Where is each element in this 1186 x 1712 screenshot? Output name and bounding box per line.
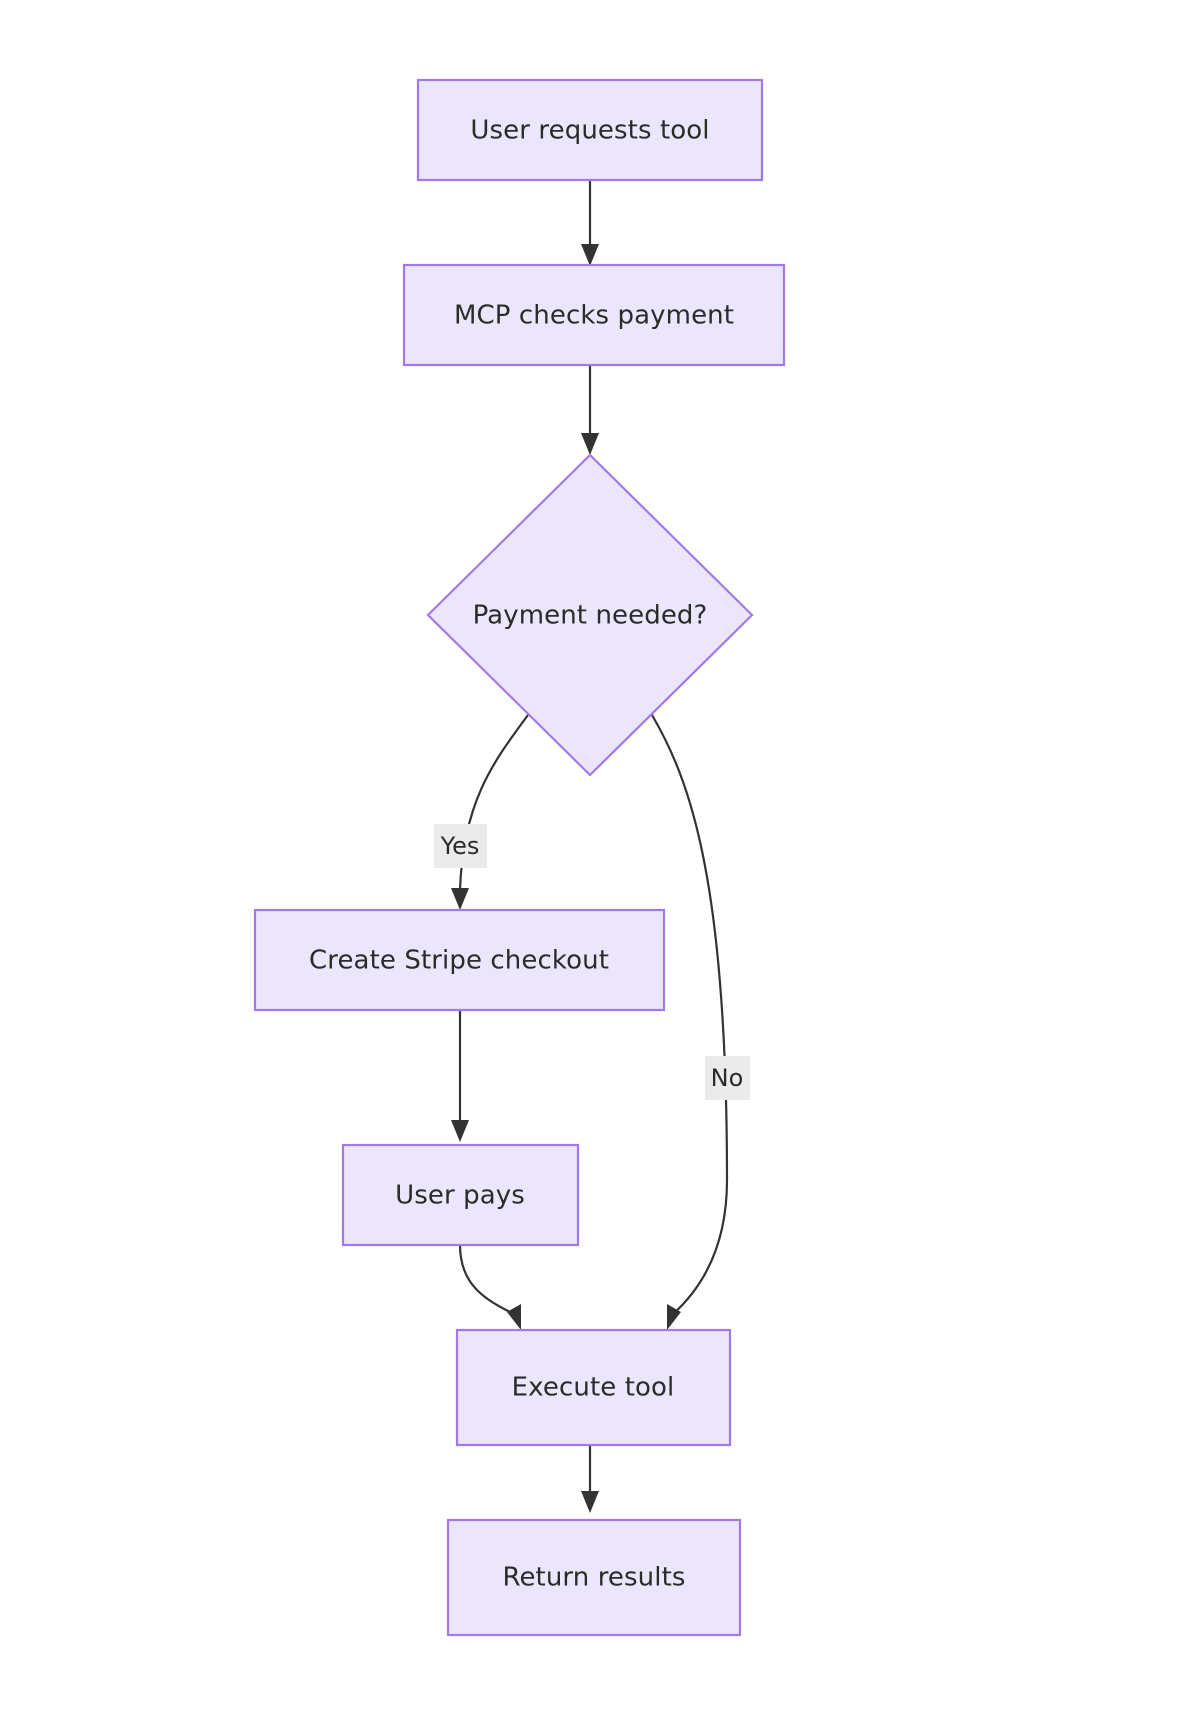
node-user-pays[interactable]: User pays: [341, 1143, 580, 1247]
edge-label-no: No: [705, 1056, 750, 1100]
edge-line: [458, 1244, 517, 1316]
edge-arrowhead: [507, 1304, 521, 1330]
edge-arrowhead: [451, 888, 469, 910]
edge-payment-needed-to-create-stripe-checkout: [451, 714, 529, 910]
node-rect[interactable]: [416, 78, 764, 182]
edge-create-stripe-checkout-to-user-pays: [451, 1010, 469, 1142]
node-label: User requests tool: [470, 116, 709, 146]
edge-label-yes: Yes: [434, 824, 487, 868]
node-diamond[interactable]: [426, 453, 754, 777]
node-label: Create Stripe checkout: [309, 946, 609, 976]
edge-execute-tool-to-return-results: [581, 1445, 599, 1513]
edge-user-pays-to-execute-tool: [458, 1244, 521, 1330]
node-label: Return results: [502, 1563, 685, 1593]
edge-mcp-checks-payment-to-payment-needed: [581, 365, 599, 455]
edge-arrowhead: [667, 1304, 681, 1330]
edge-label-background: [434, 824, 487, 868]
edge-arrowhead: [581, 433, 599, 455]
edge-payment-needed-to-execute-tool: [651, 714, 729, 1330]
node-rect[interactable]: [455, 1328, 732, 1447]
node-label: Payment needed?: [473, 601, 708, 631]
node-create-stripe-checkout[interactable]: Create Stripe checkout: [253, 908, 666, 1012]
node-rect[interactable]: [253, 908, 666, 1012]
edge-arrowhead: [581, 244, 599, 266]
node-payment-needed[interactable]: Payment needed?: [426, 453, 754, 777]
node-rect[interactable]: [341, 1143, 580, 1247]
edge-arrowhead: [581, 1491, 599, 1513]
node-label: Execute tool: [512, 1373, 675, 1403]
edge-label-text: No: [711, 1064, 744, 1092]
edge-user-requests-tool-to-mcp-checks-payment: [581, 180, 599, 266]
edge-arrowhead: [451, 1120, 469, 1142]
edge-label-background: [705, 1056, 750, 1100]
node-rect[interactable]: [402, 263, 786, 367]
edge-line: [651, 714, 729, 1316]
edge-label-text: Yes: [440, 832, 480, 860]
node-rect[interactable]: [446, 1518, 742, 1637]
node-label: MCP checks payment: [454, 301, 734, 331]
node-user-requests-tool[interactable]: User requests tool: [416, 78, 764, 182]
node-execute-tool[interactable]: Execute tool: [455, 1328, 732, 1447]
node-mcp-checks-payment[interactable]: MCP checks payment: [402, 263, 786, 367]
node-return-results[interactable]: Return results: [446, 1518, 742, 1637]
node-label: User pays: [395, 1181, 525, 1211]
